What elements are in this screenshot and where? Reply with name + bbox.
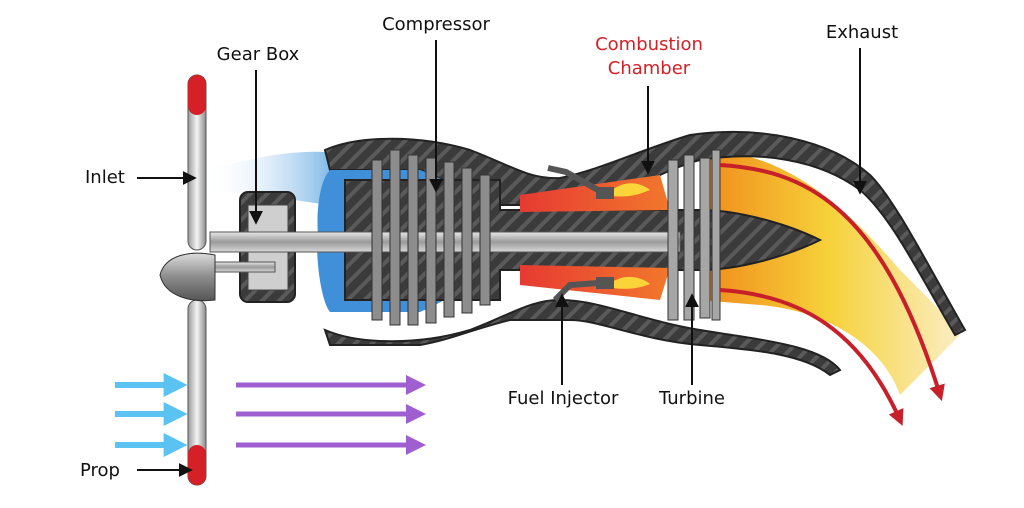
- flame-icon: [612, 276, 650, 289]
- label-gear-box: Gear Box: [216, 44, 300, 65]
- label-exhaust: Exhaust: [825, 22, 899, 43]
- label-compressor: Compressor: [382, 14, 490, 35]
- fuel-injector-pipe: [547, 165, 600, 193]
- exhaust-plume: [700, 150, 960, 395]
- propeller-icon: [187, 74, 207, 486]
- exhaust-flow-arrow: [719, 288, 904, 426]
- flame-icon: [612, 183, 650, 197]
- compressor-stages: [371, 149, 491, 326]
- lower-casing: [323, 298, 842, 377]
- inlet-air-stream: [205, 151, 330, 205]
- turbine-stages: [667, 149, 721, 321]
- exhaust-flow-arrow: [719, 163, 945, 402]
- label-fuel-injector: Fuel Injector: [507, 388, 619, 409]
- label-inlet: Inlet: [85, 167, 125, 188]
- nose-cone-icon: [159, 252, 216, 302]
- label-turbine: Turbine: [659, 388, 725, 409]
- label-combustion-chamber-line2: Chamber: [607, 58, 691, 79]
- label-combustion-chamber-line1: Combustion: [595, 34, 703, 55]
- label-prop: Prop: [80, 460, 120, 481]
